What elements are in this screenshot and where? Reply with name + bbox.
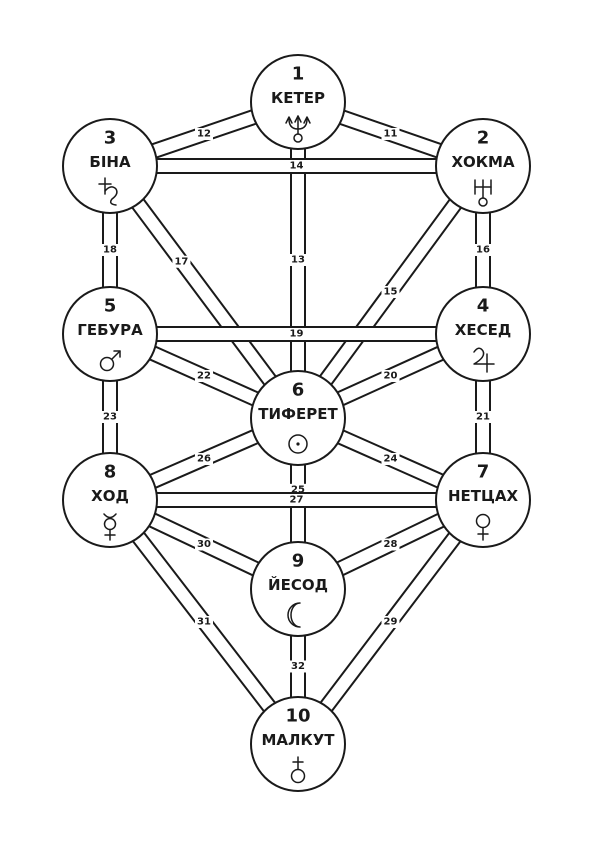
sephira-number: 1 <box>292 64 305 85</box>
path-number-31: 31 <box>197 617 211 628</box>
path-19: 19 <box>109 326 484 342</box>
path-label-bg <box>381 370 400 382</box>
path-number-16: 16 <box>476 245 490 256</box>
sephira-name: ТИФЕРЕТ <box>258 405 338 423</box>
jupiter-icon <box>473 347 495 373</box>
sephira-number: 3 <box>104 128 117 149</box>
sephira-circle <box>435 286 531 382</box>
path-label-bg <box>474 411 492 423</box>
path-number-29: 29 <box>384 617 398 628</box>
path-label-bg <box>287 160 306 172</box>
path-label-bg <box>287 494 306 506</box>
path-number-12: 12 <box>197 129 211 140</box>
uranus-icon <box>474 179 492 207</box>
path-number-13: 13 <box>291 255 305 266</box>
path-number-25: 25 <box>291 484 305 495</box>
sephira-circle <box>435 118 531 214</box>
path-number-11: 11 <box>384 129 398 140</box>
sephira-name: КЕТЕР <box>271 89 325 107</box>
path-number-18: 18 <box>103 245 117 256</box>
path-number-14: 14 <box>290 161 304 172</box>
venus-icon <box>475 513 491 541</box>
path-label-bg <box>172 255 191 268</box>
path-24: 24 <box>293 410 488 508</box>
path-label-bg <box>289 254 307 266</box>
path-label-bg <box>381 453 400 465</box>
path-number-17: 17 <box>174 256 188 267</box>
path-number-23: 23 <box>103 412 117 423</box>
path-label-bg <box>195 453 213 465</box>
path-label-bg <box>381 616 400 628</box>
sephira-name: ХЕСЕД <box>455 321 511 339</box>
sephira-circle <box>435 452 531 548</box>
sephira-name: ХОД <box>91 487 129 505</box>
saturn-icon <box>98 177 118 206</box>
sephira-name: БІНА <box>89 153 131 171</box>
path-number-28: 28 <box>384 539 398 550</box>
path-label-bg <box>195 616 213 628</box>
path-label-bg <box>474 244 492 256</box>
sephira-number: 9 <box>292 551 305 572</box>
sephira-number: 2 <box>477 128 490 149</box>
path-number-19: 19 <box>290 329 304 340</box>
sephira-circle <box>62 452 158 548</box>
sephira-name: ЙЕСОД <box>268 575 328 594</box>
path-number-24: 24 <box>384 454 398 465</box>
sephira-number: 10 <box>285 706 310 727</box>
mars-icon <box>99 350 121 372</box>
sephira-name: ГЕБУРА <box>77 321 143 339</box>
path-number-15: 15 <box>384 287 398 298</box>
moon-icon <box>287 602 301 628</box>
sephira-number: 4 <box>477 296 490 317</box>
path-label-bg <box>287 328 306 340</box>
sephira-circle <box>62 118 158 214</box>
path-label-bg <box>289 660 307 673</box>
sephira-number: 5 <box>104 296 117 317</box>
path-label-bg <box>381 286 400 298</box>
path-label-bg <box>101 244 119 256</box>
sephira-name: МАЛКУТ <box>261 731 335 749</box>
sephira-circle <box>62 286 158 382</box>
earth-icon <box>290 756 306 784</box>
path-label-bg <box>381 128 400 140</box>
path-label-bg <box>195 538 213 551</box>
path-number-32: 32 <box>291 661 305 672</box>
path-number-22: 22 <box>197 371 211 382</box>
sephira-name: ХОКМА <box>451 153 515 171</box>
path-label-bg <box>195 370 213 382</box>
mercury-icon <box>103 513 117 541</box>
path-label-bg <box>101 411 119 423</box>
path-number-27: 27 <box>290 495 304 506</box>
sephira-circle <box>250 541 346 637</box>
sephira-number: 8 <box>104 462 117 483</box>
path-number-30: 30 <box>197 539 211 550</box>
path-number-21: 21 <box>476 412 490 423</box>
sun-icon <box>288 434 308 454</box>
path-label-bg <box>381 538 400 551</box>
sephira-number: 7 <box>477 462 490 483</box>
sephira-circle <box>250 696 346 792</box>
sephira-number: 6 <box>292 380 305 401</box>
path-label-bg <box>195 128 213 140</box>
path-number-20: 20 <box>384 371 398 382</box>
sephira-name: НЕТЦАХ <box>448 487 519 505</box>
path-number-26: 26 <box>197 454 211 465</box>
sephira-circle <box>250 54 346 150</box>
neptune-icon <box>285 115 311 143</box>
path-27: 27 <box>109 492 484 508</box>
path-14: 14 <box>109 158 484 174</box>
sephira-circle <box>250 370 346 466</box>
